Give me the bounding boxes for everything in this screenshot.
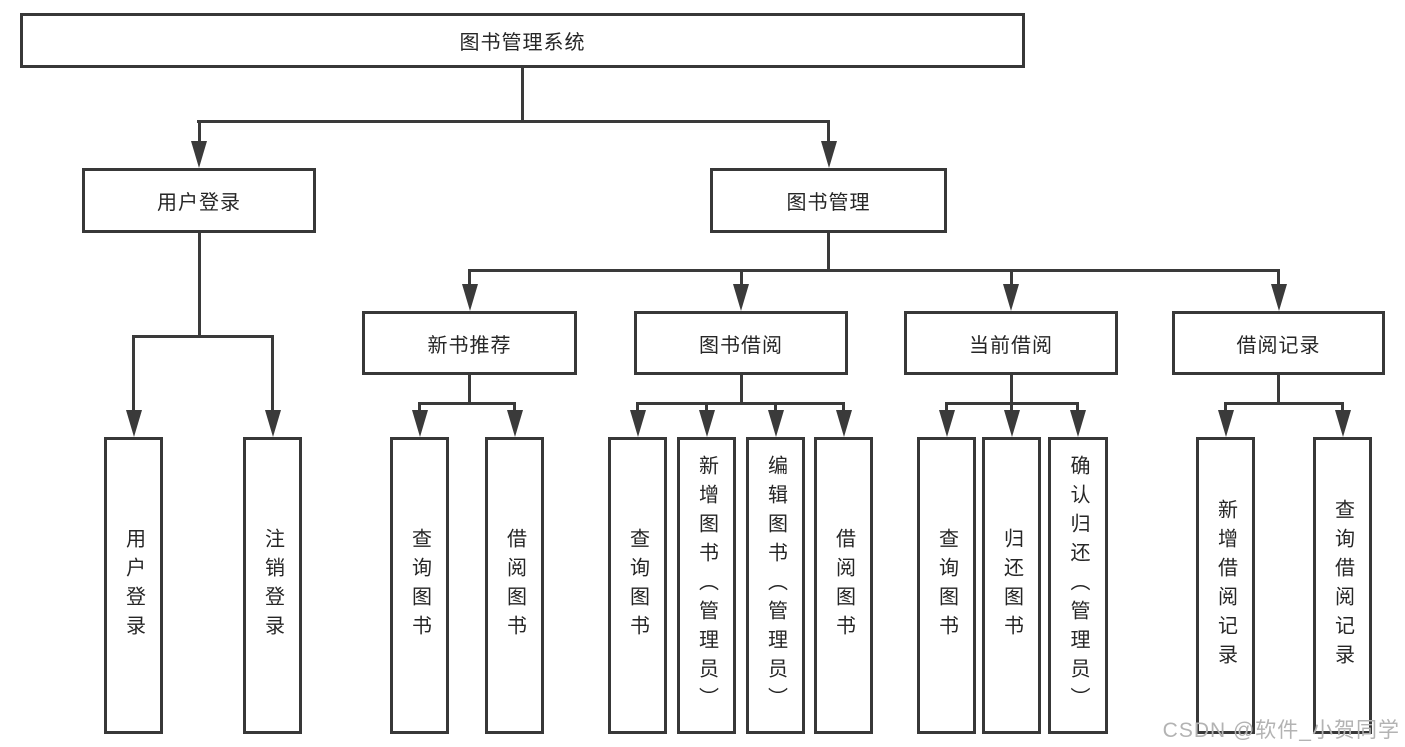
leaf-bb-edit-books-admin: 编辑图书（管理员） [746, 437, 805, 734]
arrow-down-icon [1003, 284, 1019, 311]
connector-hline [197, 120, 830, 123]
connector-vline [827, 120, 830, 144]
node-new-book-recommend: 新书推荐 [362, 311, 577, 375]
node-book-management: 图书管理 [710, 168, 947, 233]
leaf-br-add-record: 新增借阅记录 [1196, 437, 1255, 734]
connector-vline [1341, 402, 1344, 412]
connector-vline [132, 335, 135, 413]
arrow-down-icon [191, 141, 207, 168]
connector-vline [513, 402, 516, 412]
connector-hline [1224, 402, 1344, 405]
arrow-down-icon [938, 410, 955, 437]
node-book-management-label: 图书管理 [786, 192, 871, 214]
node-current-borrowing-label: 当前借阅 [969, 334, 1053, 357]
leaf-cb-return-books: 归还图书 [982, 437, 1041, 734]
connector-vline [197, 120, 201, 144]
node-new-book-recommend-label: 新书推荐 [427, 334, 512, 357]
leaf-nbr-query-books: 查询图书 [390, 437, 449, 734]
arrow-down-icon [698, 410, 715, 437]
node-borrowing-records: 借阅记录 [1172, 311, 1385, 375]
leaf-cb-return-books-label: 归还图书 [1000, 527, 1023, 644]
leaf-cb-confirm-return-admin-label: 确认归还（管理员） [1067, 455, 1089, 716]
leaf-bb-add-books-admin-label: 新增图书（管理员） [695, 455, 718, 716]
connector-hline [468, 269, 1280, 272]
connector-vline [842, 402, 845, 412]
leaf-bb-borrow-books-label: 借阅图书 [832, 527, 855, 644]
connector-vline [945, 402, 948, 412]
arrow-down-icon [1217, 410, 1234, 437]
connector-vline [197, 233, 201, 337]
watermark: CSDN @软件_小贺同学 [1162, 719, 1400, 742]
connector-vline [1009, 269, 1013, 287]
arrow-down-icon [264, 410, 281, 437]
leaf-user-login: 用户登录 [104, 437, 163, 734]
arrow-down-icon [835, 410, 852, 437]
connector-vline [1009, 375, 1013, 405]
arrow-down-icon [461, 284, 478, 311]
connector-vline [468, 269, 471, 287]
leaf-logout: 注销登录 [243, 437, 302, 734]
connector-vline [774, 402, 777, 412]
node-user-login: 用户登录 [82, 168, 316, 233]
connector-vline [1224, 402, 1227, 412]
connector-vline [705, 402, 708, 412]
connector-vline [739, 269, 743, 287]
leaf-bb-add-books-admin: 新增图书（管理员） [677, 437, 736, 734]
arrow-down-icon [125, 410, 142, 437]
connector-hline [636, 402, 845, 405]
node-borrowing-records-label: 借阅记录 [1236, 334, 1321, 357]
leaf-nbr-borrow-books-label: 借阅图书 [503, 527, 526, 644]
leaf-bb-query-books-label: 查询图书 [626, 527, 649, 644]
node-user-login-label: 用户登录 [157, 192, 241, 214]
connector-vline [418, 402, 421, 412]
arrow-down-icon [1334, 410, 1351, 437]
leaf-logout-label: 注销登录 [261, 527, 284, 644]
arrow-down-icon [411, 410, 428, 437]
arrow-down-icon [1270, 284, 1287, 311]
arrow-down-icon [506, 410, 523, 437]
leaf-nbr-borrow-books: 借阅图书 [485, 437, 544, 734]
leaf-bb-edit-books-admin-label: 编辑图书（管理员） [764, 455, 787, 716]
connector-vline [827, 233, 830, 271]
connector-vline [1010, 402, 1013, 412]
leaf-br-add-record-label: 新增借阅记录 [1214, 498, 1237, 673]
connector-vline [271, 335, 274, 413]
leaf-br-query-record: 查询借阅记录 [1313, 437, 1372, 734]
node-current-borrowing: 当前借阅 [904, 311, 1118, 375]
arrow-down-icon [767, 410, 784, 437]
node-book-borrowing: 图书借阅 [634, 311, 848, 375]
connector-vline [1277, 375, 1280, 405]
connector-hline [132, 335, 273, 338]
arrow-down-icon [1003, 410, 1020, 437]
arrow-down-icon [629, 410, 646, 437]
node-root: 图书管理系统 [20, 13, 1025, 68]
connector-vline [521, 68, 524, 123]
arrow-down-icon [820, 141, 837, 168]
leaf-cb-confirm-return-admin: 确认归还（管理员） [1048, 437, 1108, 734]
node-root-label: 图书管理系统 [459, 32, 586, 54]
arrow-down-icon [1069, 410, 1086, 437]
node-book-borrowing-label: 图书借阅 [699, 334, 783, 357]
leaf-bb-query-books: 查询图书 [608, 437, 667, 734]
leaf-user-login-label: 用户登录 [122, 527, 145, 644]
leaf-br-query-record-label: 查询借阅记录 [1331, 498, 1354, 673]
connector-vline [636, 402, 639, 412]
connector-vline [1076, 402, 1079, 412]
connector-hline [418, 402, 516, 405]
connector-vline [739, 375, 743, 405]
arrow-down-icon [733, 284, 749, 311]
leaf-nbr-query-books-label: 查询图书 [408, 527, 431, 644]
connector-vline [1277, 269, 1280, 287]
leaf-cb-query-books: 查询图书 [917, 437, 976, 734]
connector-vline [468, 375, 471, 405]
leaf-bb-borrow-books: 借阅图书 [814, 437, 873, 734]
leaf-cb-query-books-label: 查询图书 [935, 527, 958, 644]
